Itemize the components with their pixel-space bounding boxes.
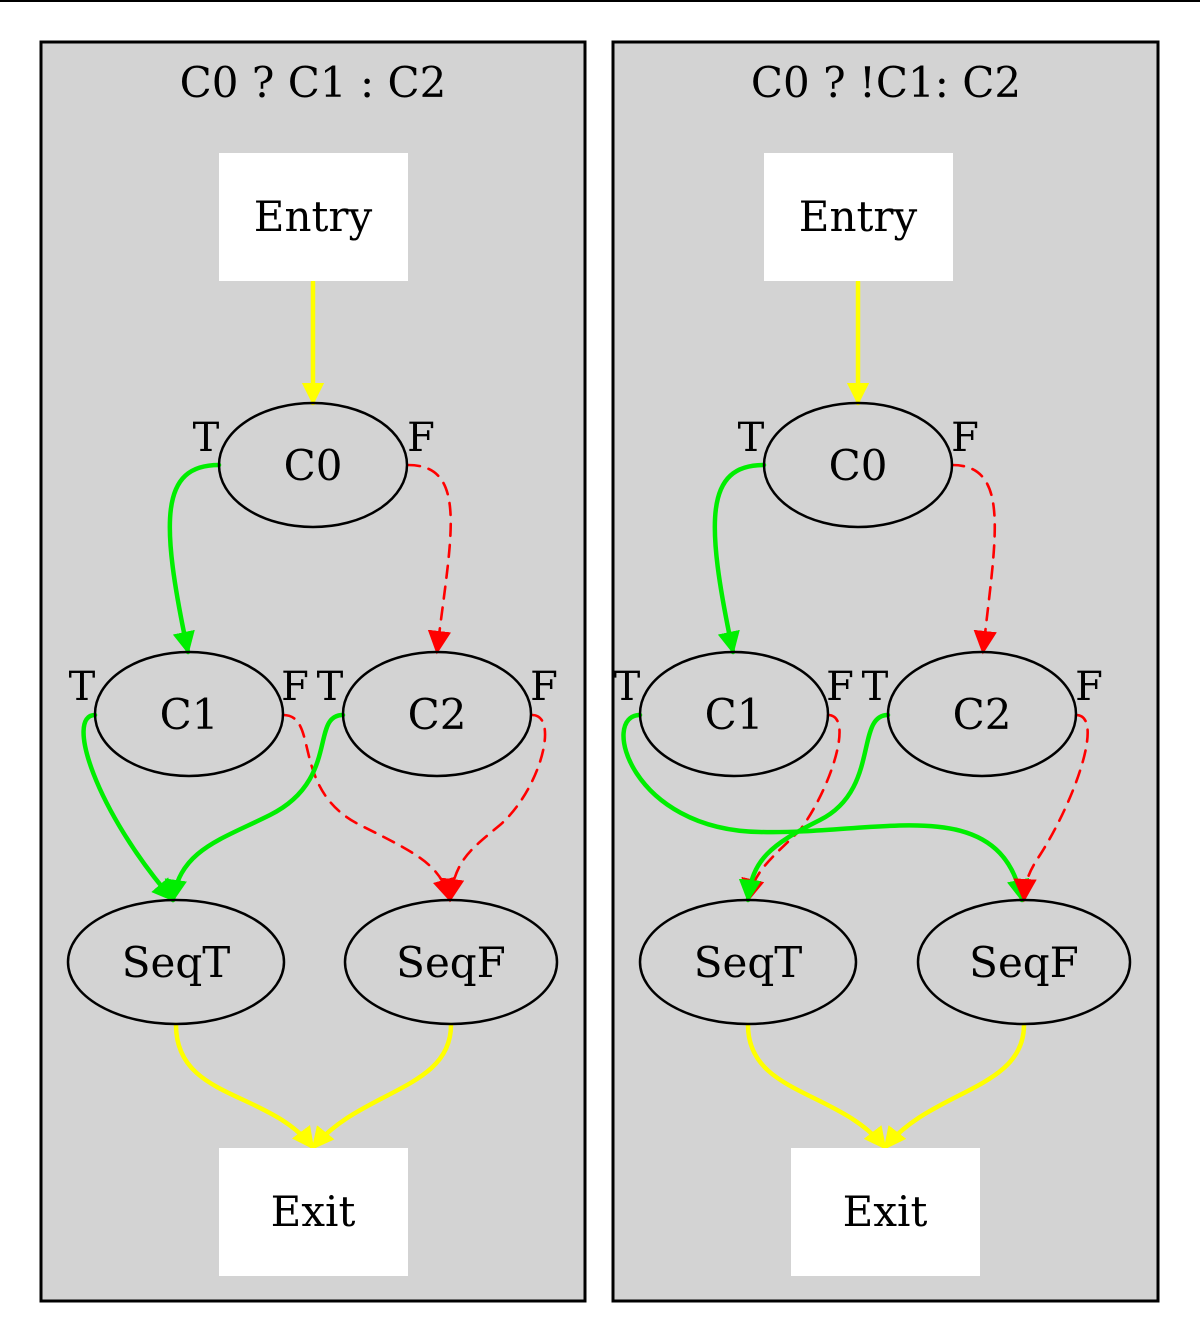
port-c0-false: F <box>407 415 435 461</box>
node-c0-label: C0 <box>284 441 343 490</box>
edge-c2-seqt-true-b <box>738 712 891 903</box>
edge-seqf-exit-b <box>882 1022 1027 1151</box>
node-c2-b-label: C2 <box>953 690 1012 739</box>
port-c1-false: F <box>281 664 309 710</box>
edge-c1-seqf-false <box>281 713 456 903</box>
node-c1: C1 <box>93 650 285 778</box>
node-c0-b-label: C0 <box>829 441 888 490</box>
node-entry-label: Entry <box>254 192 373 241</box>
node-seqf-label: SeqF <box>396 938 506 987</box>
node-seqt-b: SeqT <box>638 898 858 1026</box>
edge-c0-c2-false <box>406 463 452 655</box>
port-c0-true: T <box>193 415 220 461</box>
node-c1-label: C1 <box>160 690 219 739</box>
port-c1-false-b: F <box>826 664 854 710</box>
node-seqf-b-label: SeqF <box>969 938 1079 987</box>
node-exit-label: Exit <box>271 1187 356 1236</box>
node-exit-b-label: Exit <box>843 1187 928 1236</box>
node-c2-label: C2 <box>408 690 467 739</box>
node-entry: Entry <box>219 153 408 281</box>
node-seqt: SeqT <box>66 898 286 1026</box>
edge-seqt-exit-b <box>745 1022 888 1151</box>
node-c1-b: C1 <box>638 650 830 778</box>
edge-c0-c1-true-b <box>712 462 767 655</box>
edge-c2-seqt-true <box>164 712 346 903</box>
cluster-1-edges <box>81 279 547 1151</box>
port-c1-true-b: T <box>614 664 641 710</box>
port-c2-true: T <box>317 664 344 710</box>
node-c0-b: C0 <box>762 401 954 529</box>
node-seqt-b-label: SeqT <box>694 938 803 987</box>
edge-c0-c1-true <box>167 462 222 655</box>
node-seqt-label: SeqT <box>122 938 231 987</box>
port-c2-false: F <box>530 664 558 710</box>
node-c2-b: C2 <box>886 650 1078 778</box>
cluster-ternary-negated: C0 ? !C1: C2 Entry C0 C1 C2 <box>611 40 1160 1303</box>
edge-c1-seqt-true <box>81 712 176 903</box>
edge-c1-seqt-false-b <box>741 713 841 903</box>
node-seqf-b: SeqF <box>916 898 1132 1026</box>
cluster-1-title: C0 ? C1 : C2 <box>180 58 447 107</box>
port-c2-true-b: T <box>862 664 889 710</box>
node-c2: C2 <box>341 650 533 778</box>
node-exit-b: Exit <box>791 1148 980 1276</box>
port-c0-false-b: F <box>951 415 979 461</box>
port-c2-false-b: F <box>1075 664 1103 710</box>
edge-c2-seqf-false <box>441 713 547 903</box>
edge-seqf-exit <box>310 1022 454 1151</box>
port-c0-true-b: T <box>738 415 765 461</box>
edge-c2-seqf-false-b <box>1013 713 1089 903</box>
cluster-2-edges <box>621 279 1089 1151</box>
node-entry-b: Entry <box>764 153 953 281</box>
edge-c1-seqf-true-b <box>621 712 1030 903</box>
node-entry-b-label: Entry <box>799 192 918 241</box>
node-exit: Exit <box>219 1148 408 1276</box>
port-c1-true: T <box>69 664 96 710</box>
edge-seqt-exit <box>173 1022 316 1151</box>
node-c1-b-label: C1 <box>705 690 764 739</box>
edge-c0-c2-false-b <box>950 463 997 655</box>
cluster-ternary: C0 ? C1 : C2 Entry C0 C1 C2 <box>39 40 587 1303</box>
cluster-2-title: C0 ? !C1: C2 <box>751 58 1021 107</box>
node-seqf: SeqF <box>343 898 559 1026</box>
node-c0: C0 <box>217 401 409 529</box>
